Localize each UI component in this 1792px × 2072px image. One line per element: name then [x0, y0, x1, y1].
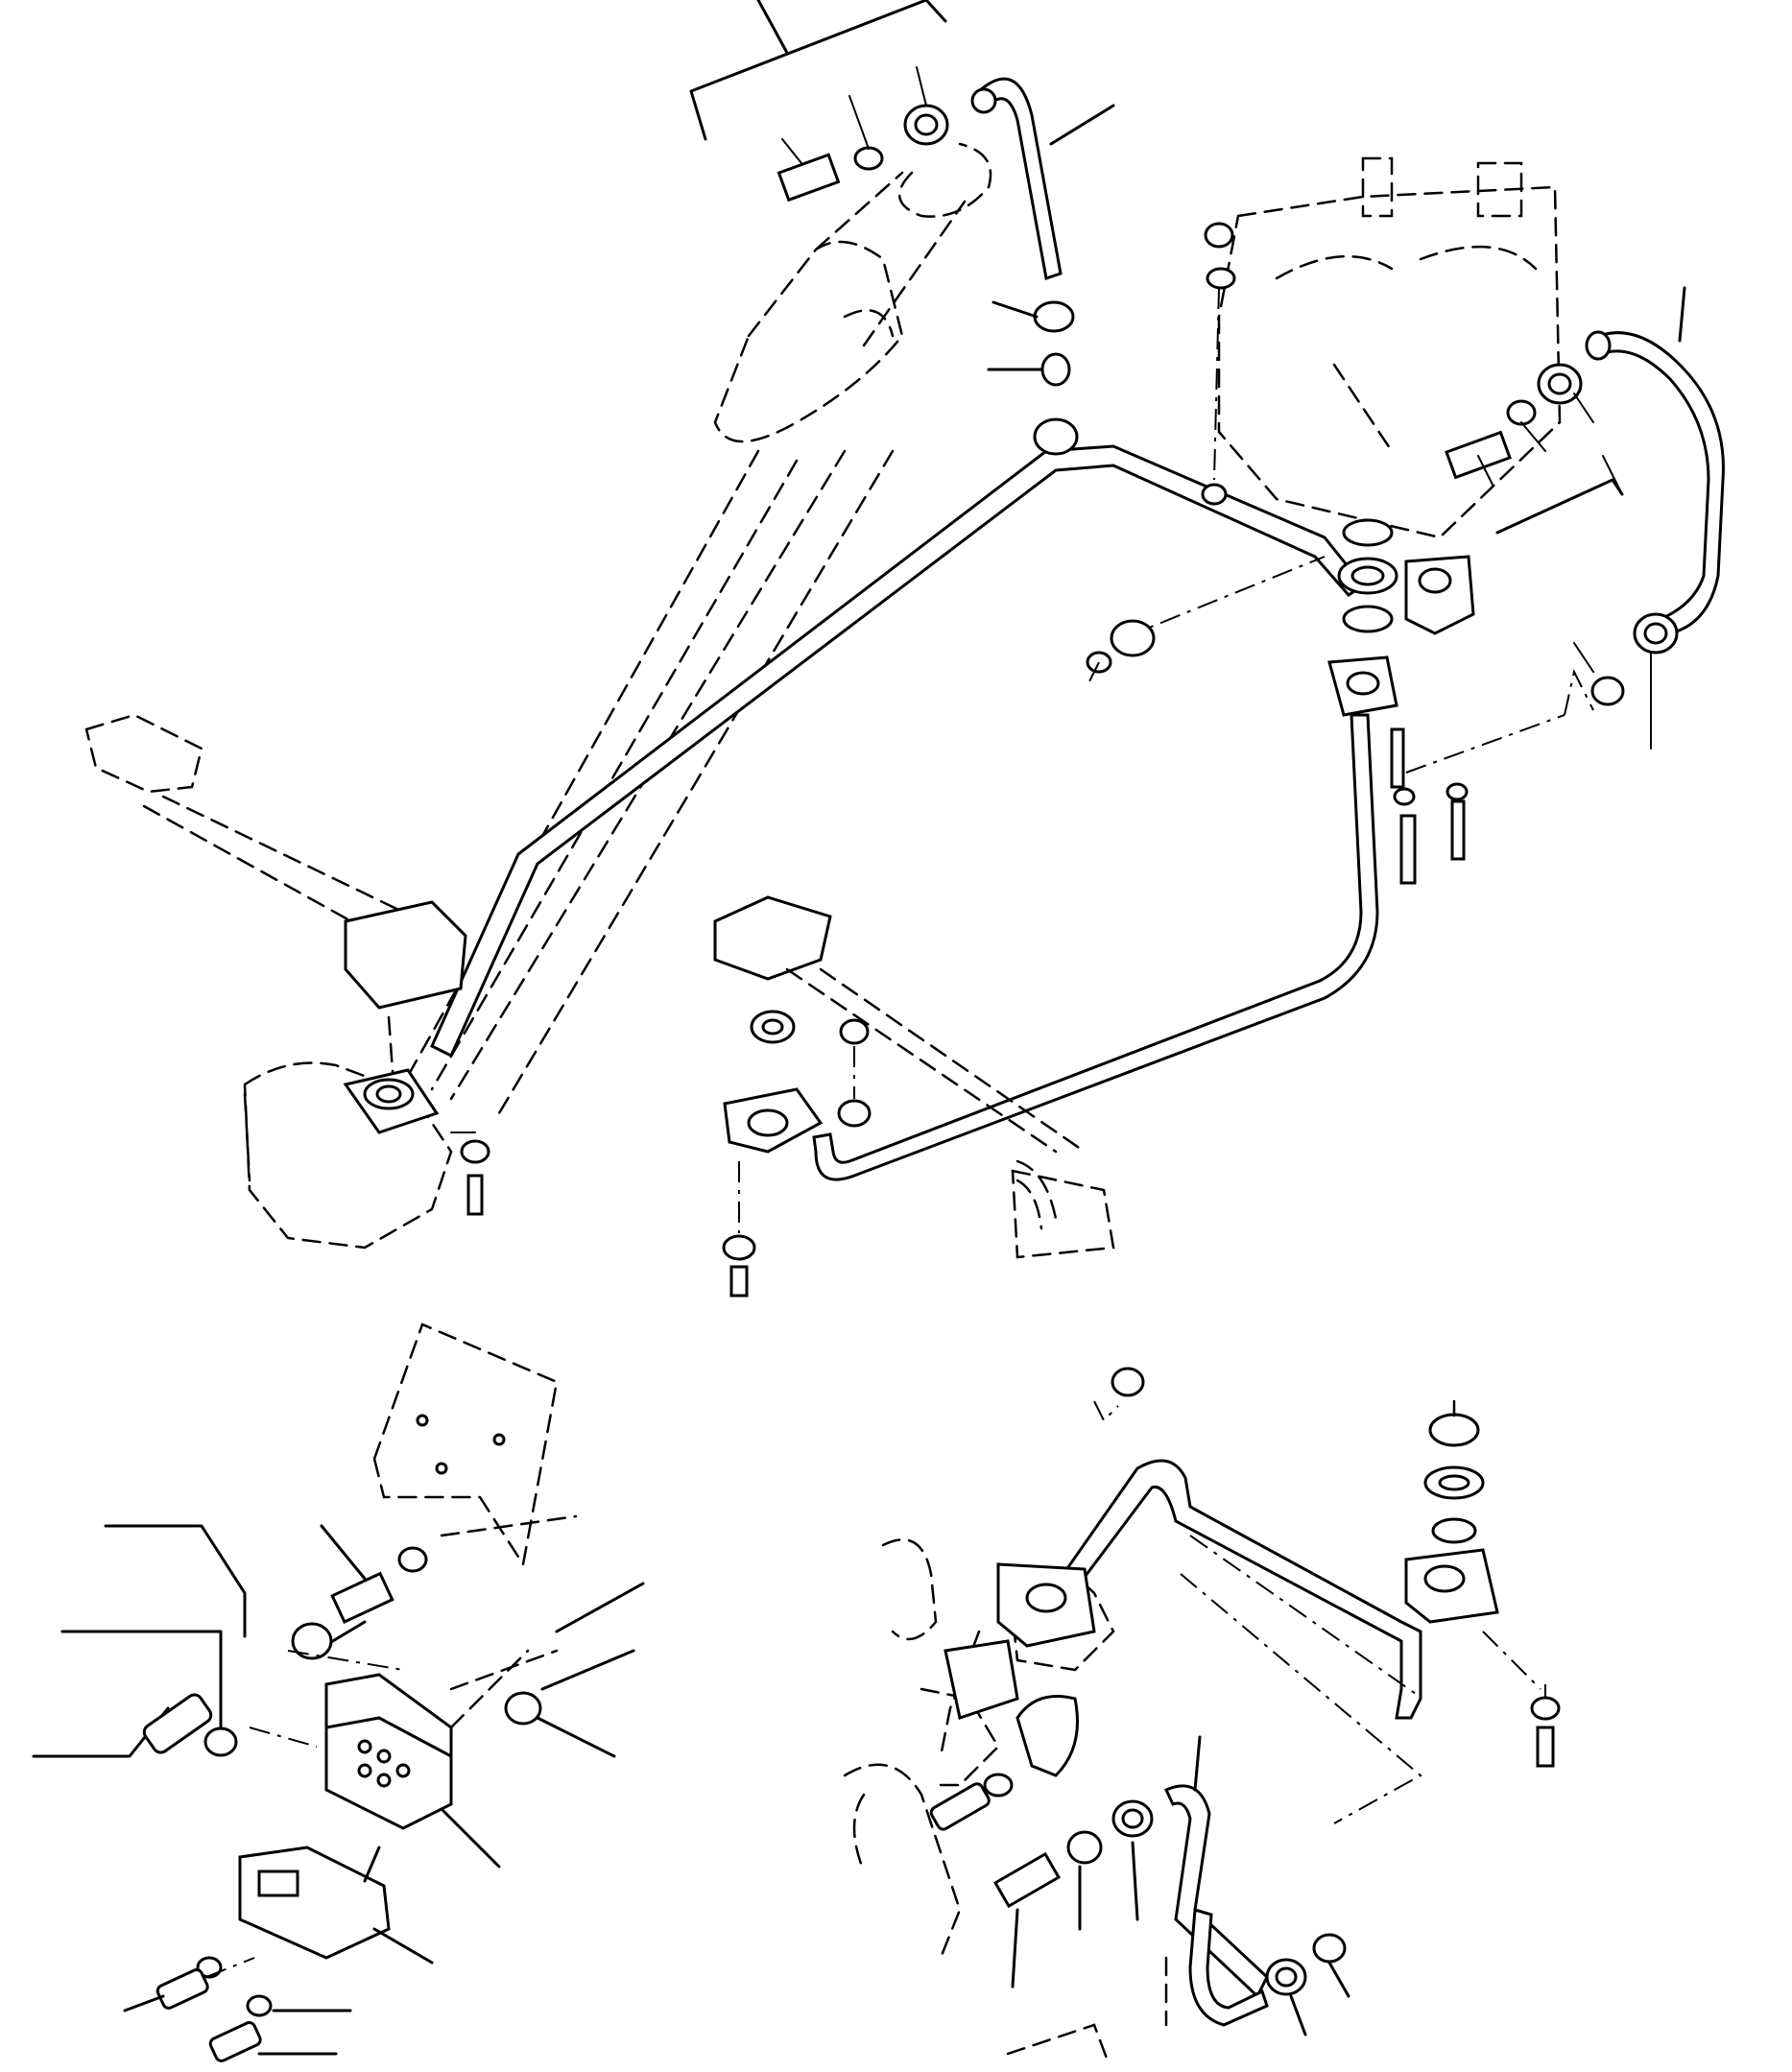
right-fittings [1405, 286, 1725, 774]
pipe-end [970, 87, 997, 114]
bracket-ghost [372, 1322, 559, 1568]
mount-stud [1201, 483, 1228, 506]
leader [1049, 104, 1115, 146]
bolts-right [1390, 727, 1469, 885]
valve-plug-washer [1206, 267, 1236, 290]
nipple-fitting [777, 153, 841, 202]
valve-plug [1204, 222, 1234, 249]
leader [781, 138, 802, 164]
nut-inner [914, 113, 939, 136]
hose-ghost [843, 1538, 1079, 1960]
top-fittings [777, 66, 949, 202]
callout-bracket-top [689, 0, 947, 141]
pipe-fitting [1033, 417, 1079, 456]
leader [848, 95, 870, 150]
lower-right-assembly [843, 1367, 1561, 2065]
lower-left-assembly [32, 1322, 645, 2062]
main-pipe [430, 444, 1366, 1059]
adapter-nut [1033, 300, 1075, 333]
leader [992, 300, 1039, 319]
sleeve [853, 146, 884, 171]
flange-set-valve [1327, 518, 1475, 717]
motor-lower-ghost [713, 895, 1115, 1298]
clamp [1110, 619, 1156, 657]
sub-plate [238, 1846, 391, 1960]
pump-left-ghost [84, 713, 490, 1250]
sleeve-lower [1040, 352, 1071, 387]
centerline [1122, 556, 1326, 639]
z-pipe [1163, 1784, 1269, 1999]
callout-leader [756, 0, 789, 55]
control-valve-ghost [1201, 156, 1562, 539]
upper-assembly [84, 0, 1725, 1298]
pipe-down-right [812, 713, 1379, 1181]
block-ports [357, 1739, 411, 1788]
leader [916, 66, 927, 107]
return-pipe [1034, 1459, 1422, 1720]
pipe-vertical-top [977, 77, 1063, 280]
